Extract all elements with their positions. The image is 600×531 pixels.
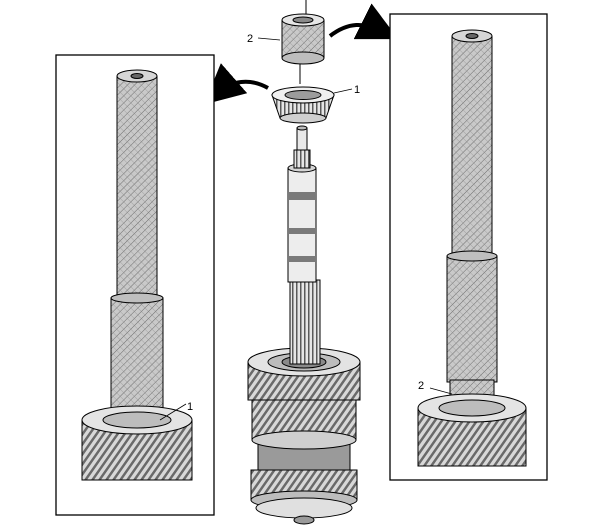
arrow-to-left-panel xyxy=(203,63,269,105)
right-detail-panel: 2 xyxy=(389,13,548,481)
left-installer-tool xyxy=(110,69,164,421)
arrow-to-right-panel xyxy=(328,3,399,40)
center-bearing xyxy=(271,86,335,124)
center-splined-shaft xyxy=(289,279,321,365)
right-installer-tool xyxy=(446,29,498,383)
left-detail-panel: 1 xyxy=(55,54,215,516)
right-collar-callout: 2 xyxy=(418,380,424,392)
left-bearing-callout: 1 xyxy=(187,401,193,413)
center-gear-cluster xyxy=(247,347,361,525)
center-collar-callout: 2 xyxy=(247,33,253,45)
left-gear xyxy=(81,405,193,481)
center-collar xyxy=(281,0,325,65)
center-upper-shaft xyxy=(287,125,317,283)
center-exploded-shaft-assembly: 1 2 xyxy=(203,0,399,525)
center-bearing-callout: 1 xyxy=(354,84,360,96)
right-gear xyxy=(417,393,527,467)
